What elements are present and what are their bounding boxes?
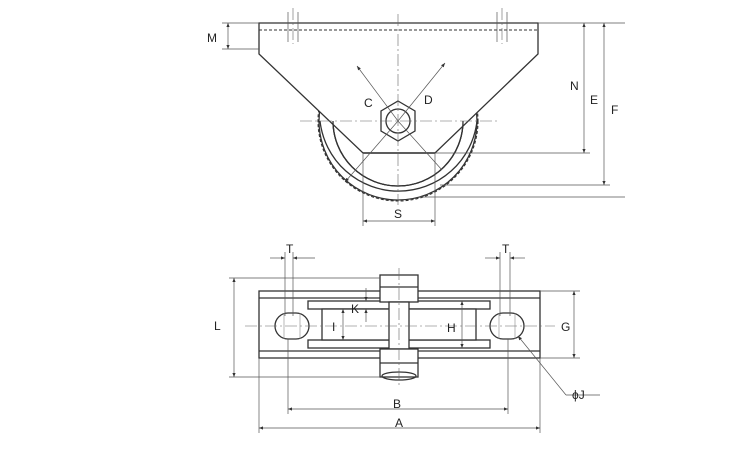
label-K: K <box>351 302 359 316</box>
label-C: C <box>364 96 373 110</box>
label-A: A <box>395 416 403 430</box>
front-view <box>222 8 625 226</box>
wheel-visible-lower <box>319 120 478 192</box>
label-T-left: T <box>286 242 294 256</box>
label-B: B <box>393 397 401 411</box>
plate-bolt-left <box>287 8 299 44</box>
label-S: S <box>394 207 402 221</box>
plate-bolt-right <box>496 8 508 44</box>
label-G: G <box>561 320 570 334</box>
label-T-right: T <box>502 242 510 256</box>
label-L: L <box>214 319 221 333</box>
label-F: F <box>611 103 618 117</box>
label-J: ϕJ <box>572 388 585 402</box>
label-N: N <box>570 79 579 93</box>
label-I: I <box>332 320 335 334</box>
label-D: D <box>424 93 433 107</box>
label-M: M <box>207 31 217 45</box>
label-E: E <box>590 93 598 107</box>
top-view <box>229 252 600 433</box>
label-H: H <box>447 321 456 335</box>
